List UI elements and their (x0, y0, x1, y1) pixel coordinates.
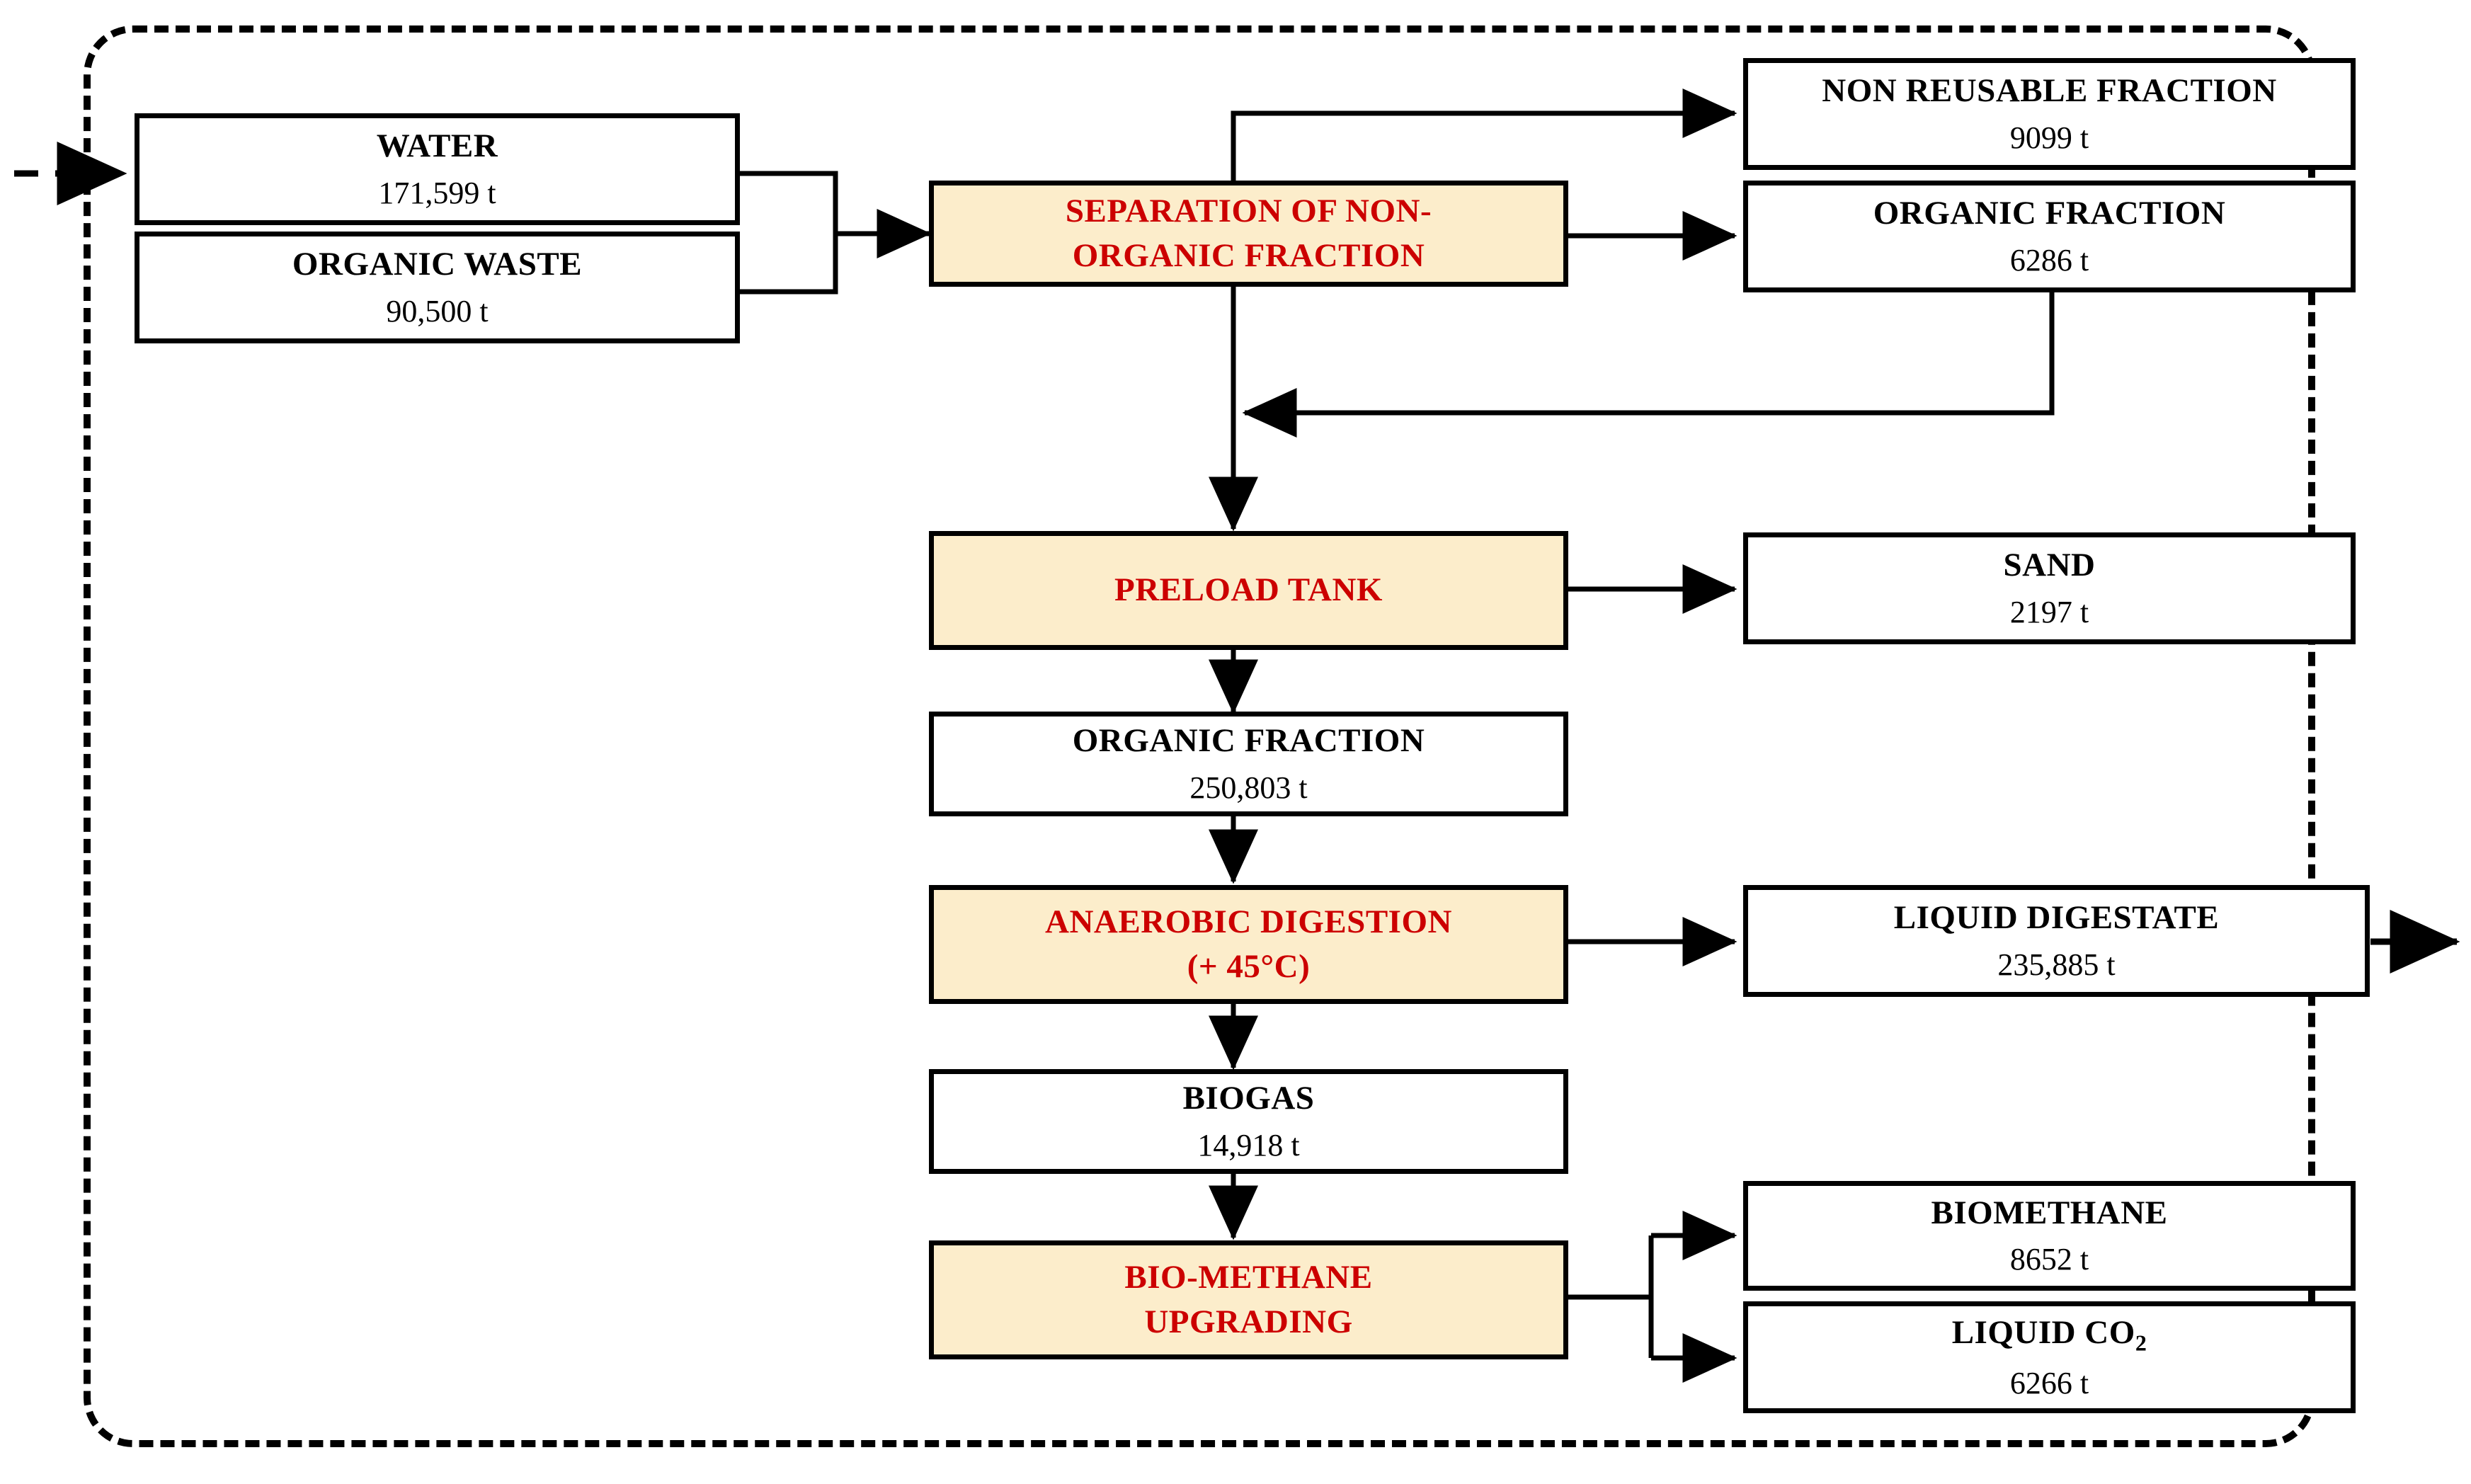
node-biomethane[interactable]: BIOMETHANE 8652 t (1743, 1181, 2356, 1291)
node-biomethane-upgrading-title-line2: UPGRADING (1144, 1303, 1353, 1340)
node-biogas[interactable]: BIOGAS 14,918 t (929, 1069, 1568, 1174)
node-organic-fraction-output-title: ORGANIC FRACTION (1873, 195, 2226, 232)
node-water-value: 171,599 t (378, 175, 496, 210)
node-liquid-co2-title-subscript: 2 (2135, 1330, 2147, 1355)
node-biomethane-upgrading[interactable]: BIO-METHANE UPGRADING (929, 1240, 1568, 1359)
node-anaerobic-digestion[interactable]: ANAEROBIC DIGESTION (+ 45°C) (929, 885, 1568, 1004)
node-organic-fraction-output[interactable]: ORGANIC FRACTION 6286 t (1743, 181, 2356, 292)
node-separation-title-line2: ORGANIC FRACTION (1072, 237, 1425, 274)
node-liquid-co2[interactable]: LIQUID CO2 6266 t (1743, 1301, 2356, 1413)
node-liquid-digestate-title: LIQUID DIGESTATE (1893, 899, 2220, 937)
node-preload-tank-title: PRELOAD TANK (1114, 571, 1383, 609)
node-organic-fraction-output-value: 6286 t (2009, 242, 2089, 278)
node-separation-of-non-organic-fraction[interactable]: SEPARATION OF NON- ORGANIC FRACTION (929, 181, 1568, 287)
node-non-reusable-fraction-value: 9099 t (2009, 120, 2089, 155)
node-water[interactable]: WATER 171,599 t (135, 113, 740, 225)
node-sand-title: SAND (2003, 547, 2096, 584)
node-non-reusable-fraction[interactable]: NON REUSABLE FRACTION 9099 t (1743, 58, 2356, 170)
node-organic-fraction-mid[interactable]: ORGANIC FRACTION 250,803 t (929, 712, 1568, 816)
node-non-reusable-fraction-title: NON REUSABLE FRACTION (1822, 72, 2277, 110)
node-liquid-co2-title: LIQUID CO2 (1952, 1313, 2147, 1357)
node-organic-waste-value: 90,500 t (386, 293, 489, 329)
node-liquid-co2-title-prefix: LIQUID CO (1951, 1313, 2135, 1351)
node-liquid-co2-value: 6266 t (2009, 1365, 2089, 1400)
node-liquid-digestate-value: 235,885 t (1997, 947, 2116, 982)
node-biomethane-value: 8652 t (2009, 1242, 2089, 1277)
node-water-title: WATER (376, 127, 498, 165)
node-biomethane-title: BIOMETHANE (1931, 1194, 2168, 1231)
node-organic-fraction-mid-value: 250,803 t (1189, 770, 1308, 805)
node-sand[interactable]: SAND 2197 t (1743, 532, 2356, 644)
node-anaerobic-digestion-title-line2: (+ 45°C) (1187, 948, 1311, 985)
node-anaerobic-digestion-title-line1: ANAEROBIC DIGESTION (1045, 903, 1452, 940)
node-organic-fraction-mid-title: ORGANIC FRACTION (1072, 722, 1425, 760)
node-biomethane-upgrading-title-line1: BIO-METHANE (1124, 1258, 1373, 1296)
node-biogas-title: BIOGAS (1182, 1080, 1315, 1117)
node-liquid-digestate[interactable]: LIQUID DIGESTATE 235,885 t (1743, 885, 2370, 997)
system-boundary (84, 25, 2315, 1447)
node-sand-value: 2197 t (2009, 594, 2089, 629)
node-organic-waste[interactable]: ORGANIC WASTE 90,500 t (135, 232, 740, 343)
node-biogas-value: 14,918 t (1197, 1127, 1300, 1163)
node-organic-waste-title: ORGANIC WASTE (292, 246, 583, 283)
node-preload-tank[interactable]: PRELOAD TANK (929, 531, 1568, 650)
node-separation-title-line1: SEPARATION OF NON- (1065, 192, 1432, 229)
